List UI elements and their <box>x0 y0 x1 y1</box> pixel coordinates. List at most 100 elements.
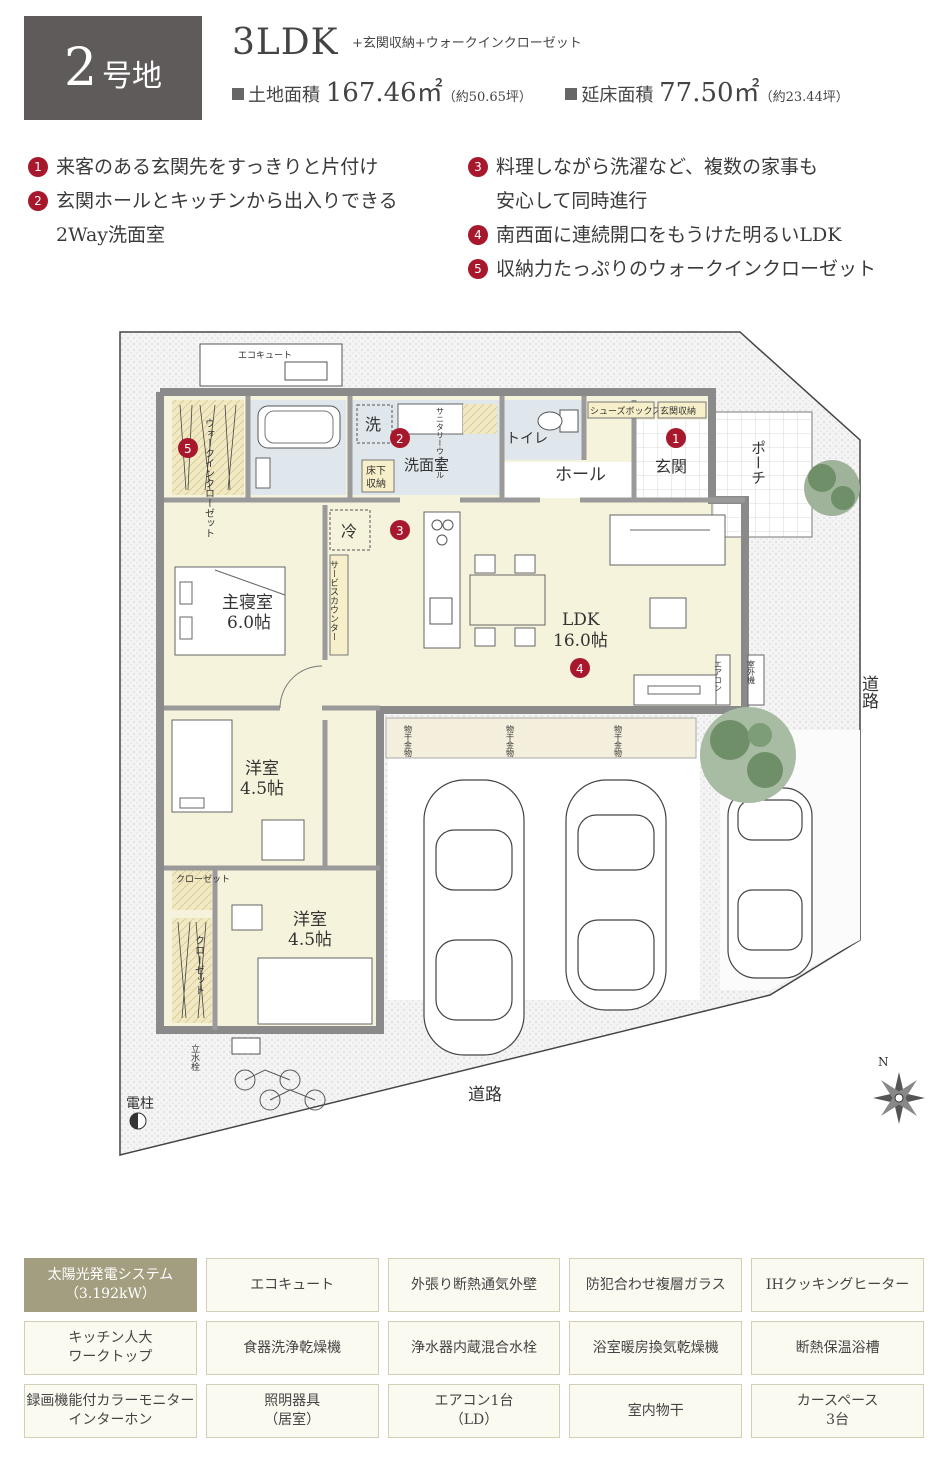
equipment-item: 防犯合わせ複層ガラス <box>569 1258 743 1312</box>
equipment-item: 食器洗浄乾燥機 <box>205 1321 379 1375</box>
svg-text:室外機: 室外機 <box>747 659 756 685</box>
svg-text:5: 5 <box>184 442 192 456</box>
lot-badge: 2 号地 <box>24 16 202 120</box>
svg-text:16.0帖: 16.0帖 <box>553 631 608 651</box>
equipment-item: 室内物干 <box>569 1384 743 1438</box>
equipment-grid: 太陽光発電システム （3.192kW） エコキュート 外張り断熱通気外壁 防犯合… <box>24 1258 924 1447</box>
square-bullet-icon <box>565 88 578 100</box>
svg-text:立水栓: 立水栓 <box>189 1043 200 1072</box>
equipment-row: キッチン人大 ワークトップ 食器洗浄乾燥機 浄水器内蔵混合水栓 浴室暖房換気乾燥… <box>24 1321 924 1375</box>
svg-text:電柱: 電柱 <box>126 1096 154 1112</box>
floor-area-label: 延床面積 <box>581 85 654 106</box>
equipment-item: 録画機能付カラーモニター インターホン <box>24 1384 197 1438</box>
equipment-item: カースペース 3台 <box>751 1384 924 1438</box>
svg-text:道路: 道路 <box>468 1085 502 1105</box>
feature-item-continued: 安心して同時進行 <box>496 190 648 212</box>
equipment-item: キッチン人大 ワークトップ <box>24 1321 197 1375</box>
number-marker-icon: 2 <box>28 191 48 211</box>
number-marker-icon: 5 <box>468 259 488 279</box>
svg-text:主寝室: 主寝室 <box>222 592 273 613</box>
svg-text:トイレ: トイレ <box>506 431 548 447</box>
feature-item-continued: 2Way洗面室 <box>56 224 166 246</box>
coffee-table <box>649 597 687 629</box>
lot-suffix: 号地 <box>102 59 163 94</box>
ecocute-label: エコキュート <box>238 351 292 361</box>
tree-parking <box>700 707 796 803</box>
floor-plan: エコキュート 洗 床下 <box>119 331 925 1156</box>
svg-text:シューズボックス: シューズボックス <box>590 405 661 417</box>
equipment-item: 浄水器内蔵混合水栓 <box>387 1321 561 1375</box>
svg-text:冷: 冷 <box>341 522 357 541</box>
svg-text:4.5帖: 4.5帖 <box>288 930 332 950</box>
equipment-item: 断熱保温浴槽 <box>751 1321 924 1375</box>
equipment-item: エアコン1台 （LD） <box>387 1384 561 1438</box>
equipment-item: IHクッキングヒーター <box>751 1258 924 1312</box>
hall-area <box>504 462 634 498</box>
svg-text:サービスカウンター: サービスカウンター <box>328 560 339 641</box>
square-bullet-icon <box>232 88 244 100</box>
svg-text:4.5帖: 4.5帖 <box>240 779 284 799</box>
dining-table <box>469 574 546 626</box>
car-3 <box>727 787 813 979</box>
land-area-value: 167.46㎡ <box>325 78 443 108</box>
equipment-row: 太陽光発電システム （3.192kW） エコキュート 外張り断熱通気外壁 防犯合… <box>24 1258 924 1312</box>
lot-number: 2 <box>63 38 99 98</box>
car-1 <box>423 779 525 1056</box>
svg-text:4: 4 <box>576 662 584 676</box>
marker-2: 2 <box>390 428 410 448</box>
marker-3: 3 <box>390 520 410 540</box>
equipment-item: 太陽光発電システム （3.192kW） <box>24 1258 197 1312</box>
layout-title: 3LDK <box>232 22 339 63</box>
bed-western2 <box>257 957 373 1025</box>
bathtub <box>257 405 341 449</box>
equipment-item: 浴室暖房換気乾燥機 <box>569 1321 743 1375</box>
number-marker-icon: 3 <box>468 157 488 177</box>
shoebox <box>587 401 655 419</box>
marker-4: 4 <box>570 658 590 678</box>
aircon <box>715 654 731 706</box>
svg-text:クローゼット: クローゼット <box>193 935 205 995</box>
svg-text:玄関: 玄関 <box>655 457 687 476</box>
bicycles <box>234 1069 326 1111</box>
marker-5: 5 <box>178 438 198 458</box>
master-bed <box>174 566 286 656</box>
svg-text:N: N <box>878 1055 889 1069</box>
marker-1: 1 <box>666 428 686 448</box>
equipment-item: 照明器具 （居室） <box>205 1384 379 1438</box>
equipment-item: 外張り断熱通気外壁 <box>387 1258 561 1312</box>
equipment-item: エコキュート <box>205 1258 379 1312</box>
car-2 <box>565 779 667 1011</box>
underfloor-storage <box>361 459 395 493</box>
number-marker-icon: 1 <box>28 157 48 177</box>
svg-text:洋室: 洋室 <box>293 910 327 930</box>
svg-text:クローゼット: クローゼット <box>176 873 230 885</box>
svg-text:6.0帖: 6.0帖 <box>227 613 271 633</box>
svg-text:物干金物: 物干金物 <box>614 724 623 758</box>
svg-text:洋室: 洋室 <box>245 759 279 779</box>
land-area-tsubo: （約50.65坪） <box>442 90 532 105</box>
svg-text:ウォークインクローゼット: ウォークインクローゼット <box>203 418 215 538</box>
compass-icon: N <box>873 1055 925 1124</box>
svg-text:1: 1 <box>672 432 680 446</box>
svg-text:3: 3 <box>396 524 404 538</box>
number-marker-icon: 4 <box>468 225 488 245</box>
svg-text:道路: 道路 <box>858 675 879 709</box>
service-counter <box>329 554 349 656</box>
faucet <box>231 1037 261 1055</box>
kitchen-counter <box>423 511 461 649</box>
floor-area-value: 77.50㎡ <box>659 78 760 108</box>
porch-area <box>711 411 813 538</box>
area-info: 土地面積 167.46㎡（約50.65坪） 延床面積 77.50㎡（約23.44… <box>232 72 849 109</box>
entrance-storage <box>657 401 707 419</box>
svg-text:エアコン: エアコン <box>714 660 723 692</box>
tree-porch <box>804 460 860 516</box>
washer-label: 洗 <box>365 415 381 434</box>
land-area-label: 土地面積 <box>248 85 320 106</box>
washer-box <box>356 404 393 444</box>
svg-text:2: 2 <box>396 432 404 446</box>
